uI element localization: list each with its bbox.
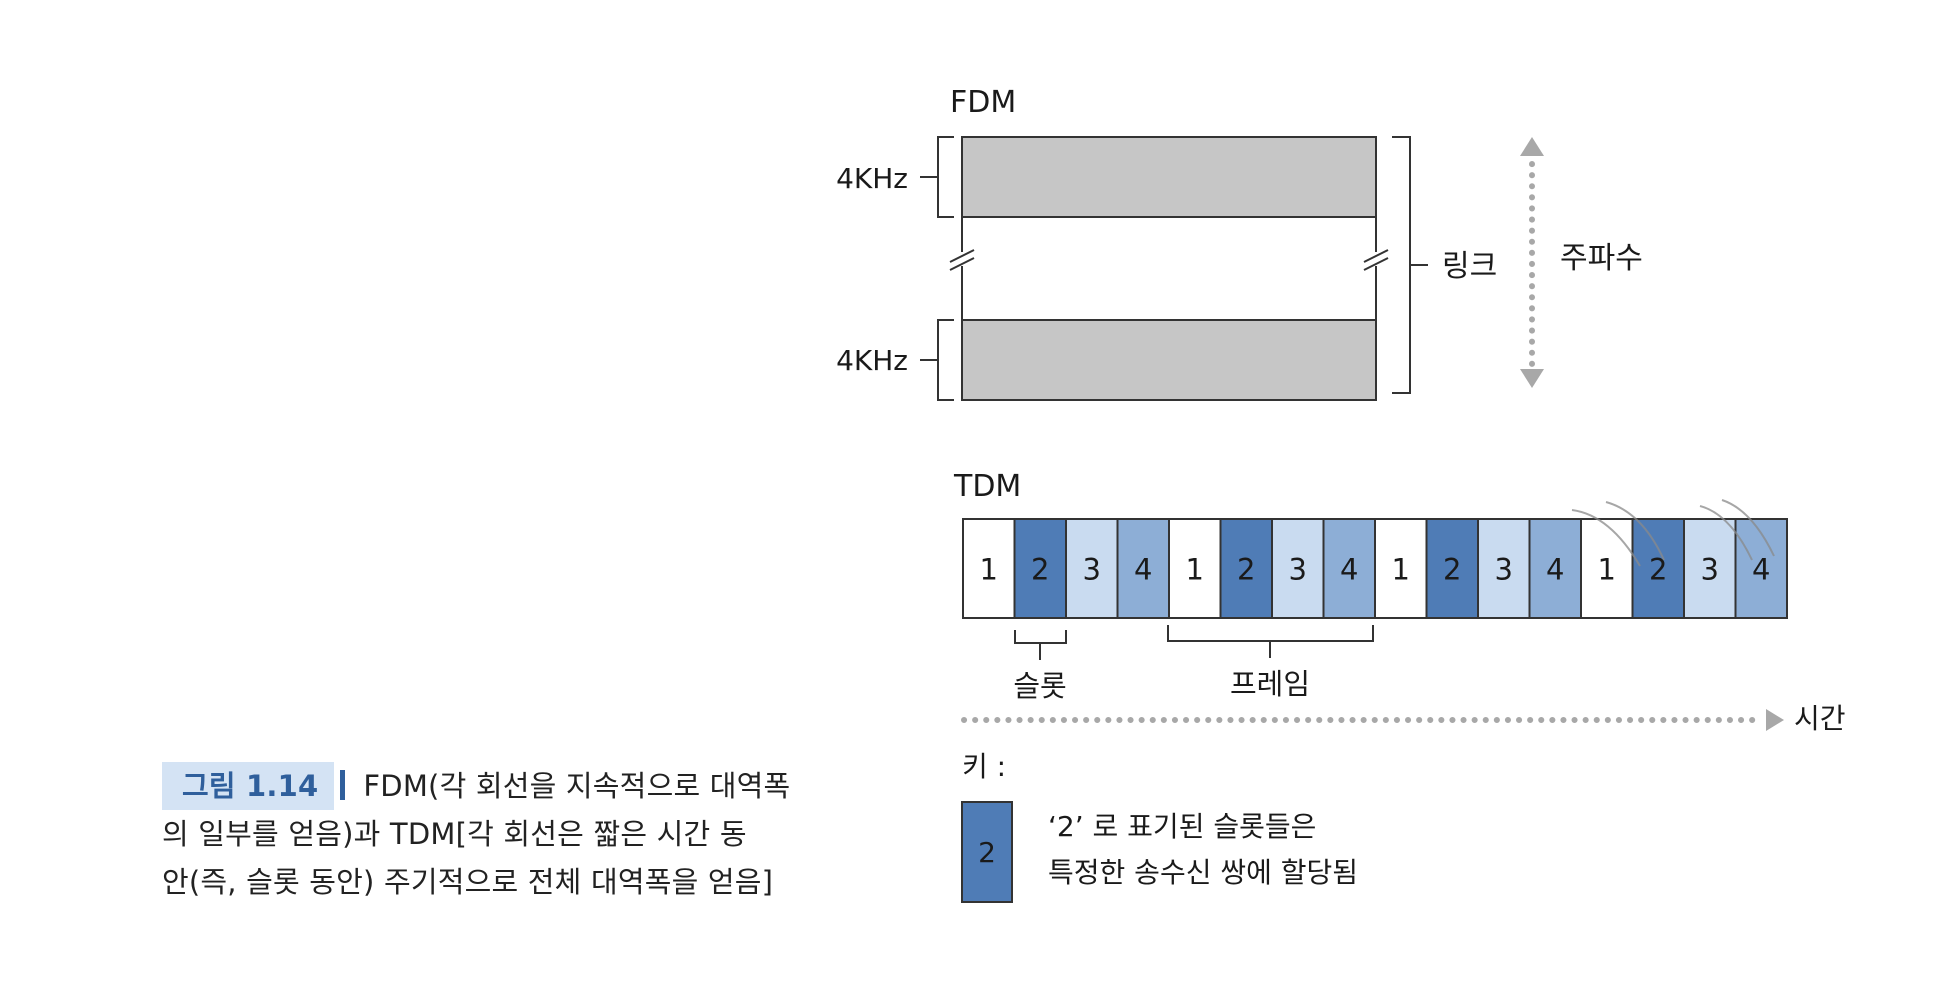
band-label-top: 4KHz xyxy=(836,162,908,195)
key-title: 키 : xyxy=(962,750,1006,783)
tdm-slot-number: 2 xyxy=(1237,553,1255,587)
fdm-band-top xyxy=(961,136,1377,218)
scribble-marks xyxy=(1571,499,1775,567)
caption-line-1: 그림 1.14 FDM(각 회선을 지속적으로 대역폭 xyxy=(162,762,822,810)
tdm-slot-number: 3 xyxy=(1701,553,1719,587)
link-bracket xyxy=(1392,136,1428,394)
tdm-slot-number: 1 xyxy=(1598,553,1616,587)
frequency-axis-arrow xyxy=(1520,137,1544,388)
tdm-slot xyxy=(1013,518,1067,619)
tdm-slot-number: 3 xyxy=(1495,553,1513,587)
tdm-slot xyxy=(1168,518,1222,619)
key-sample-slot xyxy=(961,801,1013,903)
time-axis-arrow xyxy=(961,709,1784,731)
tdm-title: TDM xyxy=(953,469,1021,504)
tdm-slot xyxy=(1322,518,1376,619)
key-sample-slot-number: 2 xyxy=(978,836,996,869)
caption-label: 그림 1.14 xyxy=(162,762,335,810)
tdm-slot xyxy=(1631,518,1685,619)
caption-accent-bar xyxy=(340,770,346,800)
tdm-slot xyxy=(962,518,1016,619)
frequency-axis-label: 주파수 xyxy=(1560,241,1643,276)
band-label-bottom: 4KHz xyxy=(836,344,908,377)
figure-caption: 그림 1.14 FDM(각 회선을 지속적으로 대역폭 의 일부를 얻음)과 TD… xyxy=(162,762,822,906)
tdm-slot xyxy=(1528,518,1582,619)
tdm-slot-number: 1 xyxy=(1392,553,1410,587)
tdm-slot-number: 2 xyxy=(1031,553,1049,587)
frame-label: 프레임 xyxy=(1230,667,1310,701)
caption-line-3: 안(즉, 슬롯 동안) 주기적으로 전체 대역폭을 얻음] xyxy=(162,865,774,899)
fdm-band-bottom xyxy=(961,319,1377,401)
frame-bracket xyxy=(1167,625,1374,658)
break-mark-right xyxy=(1363,249,1389,271)
tdm-slot xyxy=(1425,518,1479,619)
band-bracket-bottom xyxy=(920,319,954,401)
tdm-slot xyxy=(1219,518,1273,619)
tdm-slot-number: 4 xyxy=(1134,553,1152,587)
tdm-slot-number: 3 xyxy=(1083,553,1101,587)
tdm-slot-number: 4 xyxy=(1340,553,1358,587)
tdm-slot xyxy=(1734,518,1788,619)
tdm-slot-number: 4 xyxy=(1752,553,1770,587)
tdm-slot xyxy=(1116,518,1170,619)
tdm-slot xyxy=(1580,518,1634,619)
tdm-slot-number: 2 xyxy=(1443,553,1461,587)
tdm-slot-number: 1 xyxy=(1186,553,1204,587)
tdm-slot-number: 4 xyxy=(1546,553,1564,587)
caption-line-2: 의 일부를 얻음)과 TDM[각 회선은 짧은 시간 동 xyxy=(162,817,747,851)
fdm-title: FDM xyxy=(950,85,1016,120)
caption-text-1: FDM(각 회선을 지속적으로 대역폭 xyxy=(363,769,791,803)
tdm-slot xyxy=(1477,518,1531,619)
slot-bracket xyxy=(1014,630,1067,660)
tdm-slot-number: 3 xyxy=(1289,553,1307,587)
break-mark-left xyxy=(949,249,975,271)
link-label: 링크 xyxy=(1442,249,1497,284)
band-bracket-top xyxy=(920,136,954,218)
key-text-line1: ‘2’ 로 표기된 슬롯들은 xyxy=(1048,810,1316,843)
tdm-slot xyxy=(1683,518,1737,619)
tdm-slot-number: 1 xyxy=(980,553,998,587)
key-text-line2: 특정한 송수신 쌍에 할당됨 xyxy=(1048,856,1358,889)
slot-label: 슬롯 xyxy=(1013,669,1066,703)
tdm-slot-number: 2 xyxy=(1649,553,1667,587)
time-axis-label: 시간 xyxy=(1794,702,1846,735)
